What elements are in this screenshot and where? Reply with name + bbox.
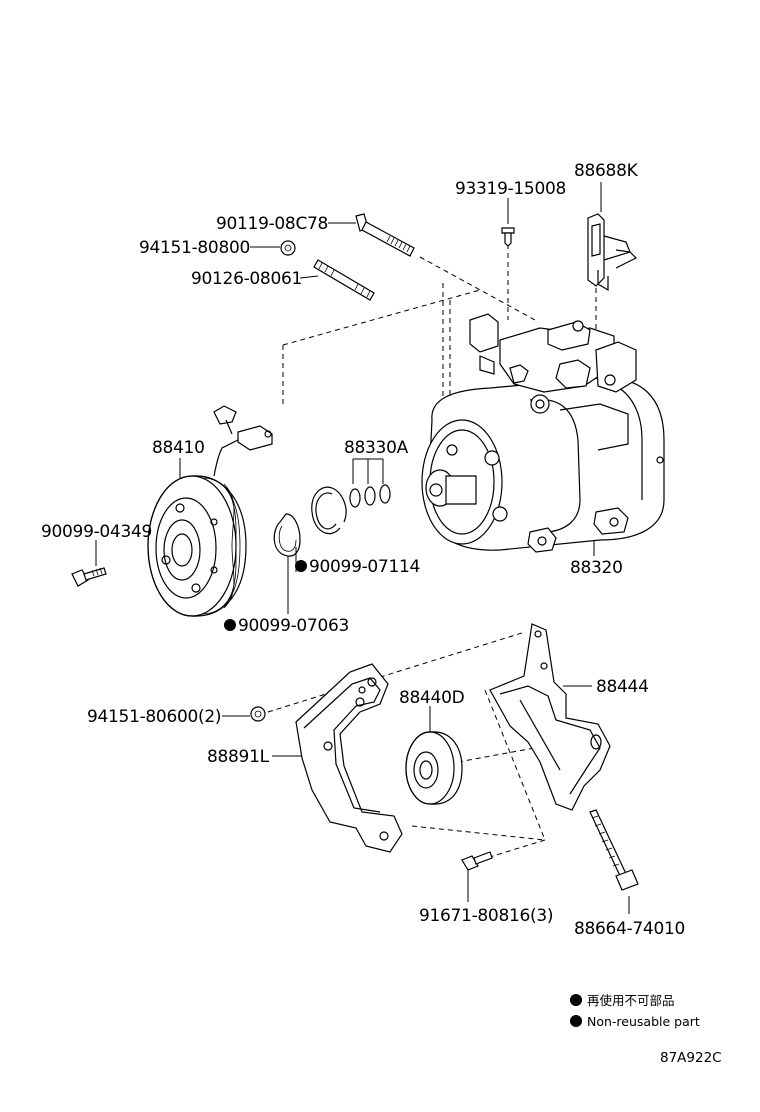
snap-ring-90099-07114-icon <box>311 486 347 535</box>
non-reusable-dot-90099-07063 <box>224 619 236 631</box>
label-88320: 88320 <box>570 558 623 578</box>
legend-dot-jp <box>570 994 582 1006</box>
adjuster-bracket-88444-icon <box>489 623 611 811</box>
label-90126-08061: 90126-08061 <box>191 269 302 289</box>
legend-dot-en <box>570 1015 582 1027</box>
label-88440D: 88440D <box>399 688 465 708</box>
screw-93319-15008-icon <box>501 227 515 247</box>
label-90119-08C78: 90119-08C78 <box>216 214 328 234</box>
shim-rings-88330A-icon <box>349 484 391 508</box>
label-88664-74010: 88664-74010 <box>574 919 685 939</box>
nut-94151-80600-icon <box>250 706 266 722</box>
label-91671-80816: 91671-80816(3) <box>419 906 553 926</box>
label-93319-15008: 93319-15008 <box>455 179 566 199</box>
adjust-bolt-88664-74010-icon <box>589 809 639 891</box>
label-88444: 88444 <box>596 677 649 697</box>
figure-id: 87A922C <box>660 1050 722 1066</box>
label-94151-80800: 94151-80800 <box>139 238 250 258</box>
clutch-pulley-88410-icon <box>147 405 273 617</box>
label-90099-07114: 90099-07114 <box>309 557 420 577</box>
bolt-91671-80816-icon <box>461 851 493 871</box>
bolt-90119-08C78-icon <box>355 213 415 257</box>
label-88410: 88410 <box>152 438 205 458</box>
non-reusable-dot-90099-07114 <box>295 560 307 572</box>
compressor-88320-icon <box>421 313 665 553</box>
label-88330A: 88330A <box>344 438 409 458</box>
label-88688K: 88688K <box>574 161 639 181</box>
label-94151-80600: 94151-80600(2) <box>87 707 221 727</box>
legend-jp: 再使用不可部品 <box>587 993 675 1008</box>
connector-88688K-icon <box>587 213 638 292</box>
bolt-90099-04349-icon <box>71 567 107 587</box>
idler-pulley-88440D-icon <box>405 731 463 805</box>
nut-94151-80800-icon <box>280 240 296 256</box>
label-88891L: 88891L <box>207 747 270 767</box>
stud-90126-08061-icon <box>313 259 375 301</box>
bracket-88891L-icon <box>295 663 403 853</box>
legend-en: Non-reusable part <box>587 1014 700 1029</box>
snap-ring-90099-07063-icon <box>273 513 301 557</box>
label-90099-04349: 90099-04349 <box>41 522 152 542</box>
label-90099-07063: 90099-07063 <box>238 616 349 636</box>
legend: 再使用不可部品 Non-reusable part <box>570 993 700 1029</box>
